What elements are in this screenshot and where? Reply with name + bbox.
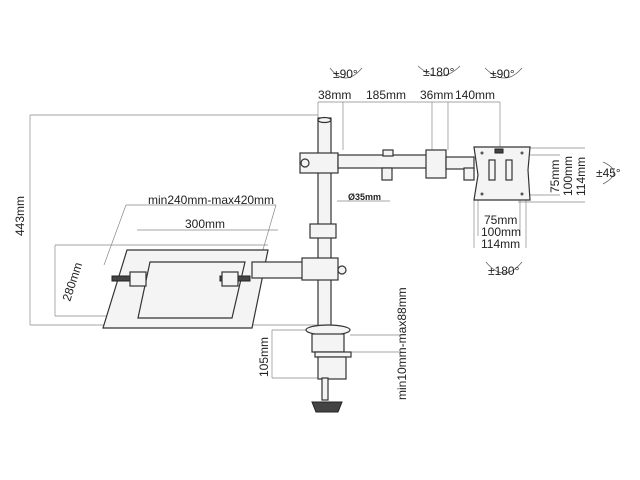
- tilt-label: ±45°: [596, 166, 621, 180]
- clamp-range-label: min10mm-max88mm: [395, 287, 409, 400]
- arm-dim-38: 38mm: [318, 88, 351, 102]
- rotation-arcs: [329, 65, 615, 274]
- tray-arm: [251, 261, 305, 279]
- rotation-label-top-left: ±90°: [333, 67, 358, 81]
- arm-dim-36: 36mm: [420, 88, 453, 102]
- arm-dim-140: 140mm: [455, 88, 495, 102]
- vesa-plate: [473, 146, 531, 201]
- vesa-v114: 114mm: [574, 157, 588, 196]
- vesa-h75: 75mm: [484, 213, 517, 227]
- clamp-height-label: 105mm: [257, 337, 271, 377]
- desk-clamp: [305, 324, 352, 413]
- tray-adjust-label: min240mm-max420mm: [148, 193, 274, 207]
- monitor-arm: [299, 149, 475, 181]
- laptop-tray: [102, 249, 347, 329]
- height-collar: [309, 223, 337, 239]
- rotation-label-top-right: ±90°: [490, 67, 515, 81]
- vesa-v75: 75mm: [548, 160, 562, 193]
- vesa-h114: 114mm: [481, 237, 520, 251]
- arm-dim-185: 185mm: [366, 88, 406, 102]
- pole-height-label: 443mm: [13, 196, 27, 236]
- tray-width-label: 300mm: [185, 217, 225, 231]
- vesa-rotation-label: ±180°: [488, 264, 520, 278]
- rotation-label-top-middle: ±180°: [423, 65, 455, 79]
- vesa-h100: 100mm: [481, 225, 521, 239]
- pole: [309, 116, 337, 329]
- vesa-v100: 100mm: [561, 156, 575, 196]
- tray-depth-label: 280mm: [60, 261, 86, 303]
- pole-diameter-label: Ø35mm: [348, 192, 381, 202]
